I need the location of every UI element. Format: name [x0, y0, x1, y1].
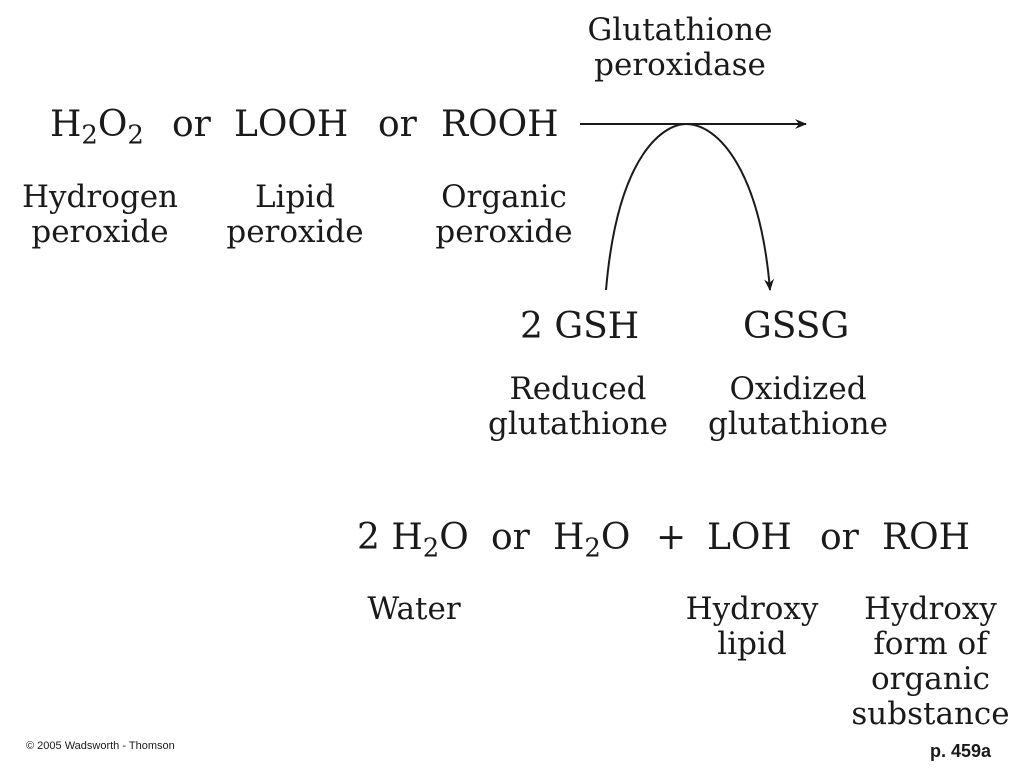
- enzyme-label-line1: Glutathione: [587, 12, 773, 48]
- label-organic-peroxide: Organic peroxide: [435, 179, 573, 250]
- glutathione-cycle-arrow: [605, 122, 775, 291]
- copyright-text: © 2005 Wadsworth - Thomson: [26, 740, 175, 752]
- product-or-1: or: [491, 517, 530, 558]
- cofactor-gsh: 2 GSH: [520, 306, 640, 347]
- substrate-rooh: ROOH: [441, 104, 559, 145]
- substrate-looh: LOOH: [234, 104, 349, 145]
- label-reduced-glutathione: Reduced glutathione: [488, 371, 668, 442]
- label-water: Water: [367, 591, 461, 627]
- enzyme-label-line2: peroxidase: [594, 47, 766, 83]
- label-hydrogen-peroxide: Hydrogen peroxide: [21, 179, 179, 250]
- label-oxidized-glutathione: Oxidized glutathione: [708, 371, 888, 442]
- product-plus: +: [656, 517, 687, 558]
- page-reference: p. 459a: [930, 741, 992, 761]
- product-loh: LOH: [707, 517, 792, 558]
- cofactor-gssg: GSSG: [743, 306, 850, 347]
- product-roh: ROH: [882, 517, 971, 558]
- substrate-or-1: or: [172, 104, 211, 145]
- substrate-h2o2: H2O2: [50, 104, 144, 151]
- label-hydroxy-form-organic-substance: Hydroxy form of organic substance: [851, 591, 1010, 732]
- product-h2o: H2O: [553, 517, 631, 564]
- label-hydroxy-lipid: Hydroxy lipid: [685, 591, 819, 662]
- enzyme-label: Glutathione peroxidase: [575, 13, 785, 83]
- substrate-or-2: or: [378, 104, 417, 145]
- product-2h2o: 2 H2O: [357, 517, 469, 564]
- label-lipid-peroxide: Lipid peroxide: [226, 179, 364, 250]
- product-or-2: or: [820, 517, 859, 558]
